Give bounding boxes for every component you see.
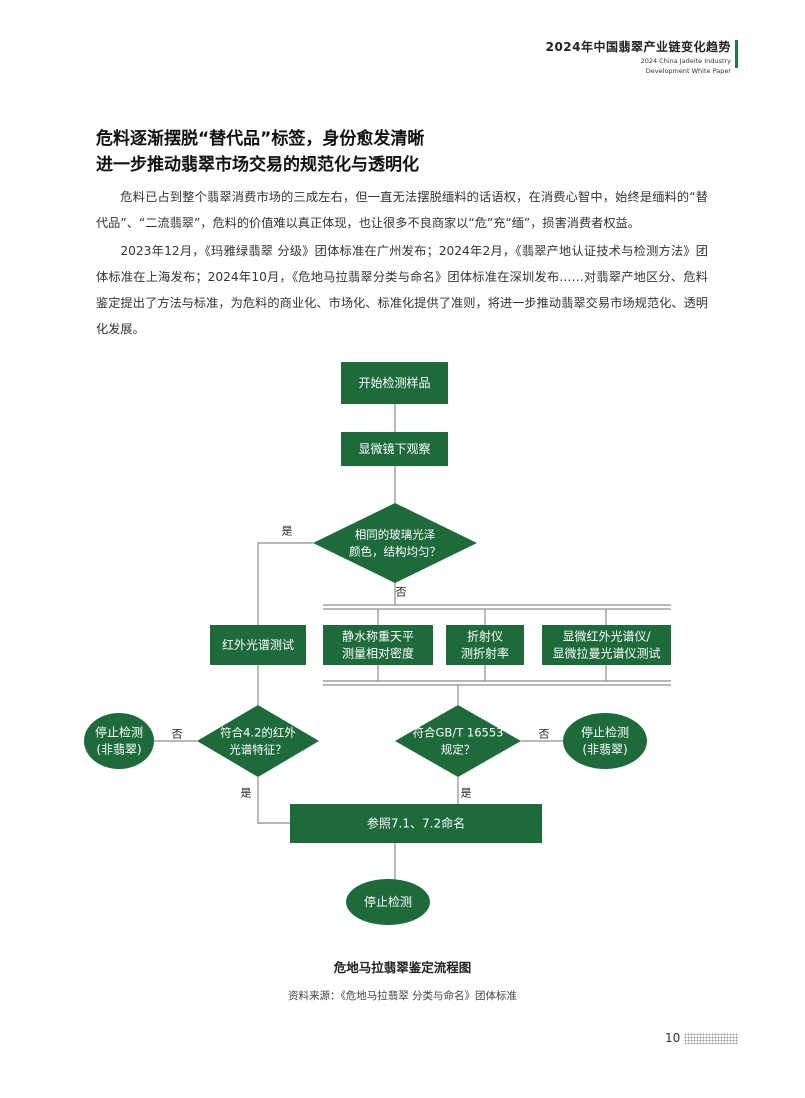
header-title-en-2: Development White Paper <box>645 67 731 75</box>
flow-gbt-decision-label: 符合GB/T 16553 <box>413 726 504 740</box>
flow-gbt-decision: 符合GB/T 16553 规定？ <box>395 705 521 777</box>
flow-stop-left-node: 停止检测 (非翡翠) <box>84 713 154 769</box>
flow-stop-right-node-label: 停止检测 <box>581 724 629 739</box>
flow-yes-label: 是 <box>282 525 293 538</box>
flow-stop-left-node-label: 停止检测 <box>95 724 143 739</box>
headline: 危料逐渐摆脱“替代品”标签，身份愈发清晰 进一步推动翡翠市场交易的规范化与透明化 <box>96 126 424 178</box>
header-title-zh: 2024年中国翡翠产业链变化趋势 <box>545 40 731 54</box>
flow-connectors <box>149 404 671 880</box>
paragraph-text: 危料已占到整个翡翠消费市场的三成左右，但一直无法摆脱缅料的话语权，在消费心智中，… <box>96 190 708 230</box>
page-number: 10 <box>665 1031 681 1045</box>
flow-microscope-node-label: 显微镜下观察 <box>358 441 430 456</box>
flow-microscope-node: 显微镜下观察 <box>341 432 448 466</box>
flow-no-label: 否 <box>396 586 407 599</box>
flow-yes-label: 是 <box>461 787 472 800</box>
header-accent-bar <box>735 40 738 68</box>
flow-naming-node-shape <box>290 804 542 843</box>
flow-microscope-node-shape <box>341 432 448 466</box>
flow-end-node-shape <box>346 879 430 925</box>
page-dots-decoration <box>684 1033 738 1044</box>
flow-spectroscopy-node-label: 显微拉曼光谱仪测试 <box>552 646 660 661</box>
flow-density-node-label: 静水称重天平 <box>342 629 414 643</box>
flow-stop-left-node-label: (非翡翠) <box>96 743 141 757</box>
flow-stop-left-node-shape <box>84 713 154 769</box>
flow-refractometer-node-label: 折射仪 <box>467 628 503 643</box>
flow-ir-decision-label: 光谱特征？ <box>229 742 287 756</box>
flow-infrared-node: 红外光谱测试 <box>210 625 306 665</box>
page-header: 2024年中国翡翠产业链变化趋势 2024 China Jadeite Indu… <box>546 38 731 75</box>
flow-infrared-node-label: 红外光谱测试 <box>222 637 294 652</box>
flow-infrared-node-shape <box>210 625 306 665</box>
flow-end-node-label: 停止检测 <box>364 894 412 909</box>
flow-luster-decision-label: 相同的玻璃光泽 <box>355 528 436 542</box>
figure-caption: 危地马拉翡翠鉴定流程图 <box>333 960 472 975</box>
flow-gbt-decision-shape <box>395 705 521 777</box>
flow-refractometer-node-shape <box>446 625 524 665</box>
flow-ir-decision-shape <box>197 705 319 777</box>
flow-stop-right-node: 停止检测 (非翡翠) <box>563 713 647 769</box>
flow-yes-label: 是 <box>241 787 252 800</box>
headline-line-1: 危料逐渐摆脱“替代品”标签，身份愈发清晰 <box>96 129 425 149</box>
flow-start-node-shape <box>341 362 448 404</box>
flow-spectroscopy-node-shape <box>542 625 671 665</box>
body-paragraph-2: 2023年12月，《玛雅绿翡翠 分级》团体标准在广州发布；2024年2月，《翡翠… <box>96 238 708 342</box>
flow-end-node: 停止检测 <box>346 879 430 925</box>
figure-source: 资料来源：《危地马拉翡翠 分类与命名》团体标准 <box>287 990 518 1002</box>
header-title-en-1: 2024 China Jadeite Industry <box>640 57 731 65</box>
flow-density-node-shape <box>323 625 433 665</box>
flow-stop-right-node-shape <box>563 713 647 769</box>
flow-spectroscopy-node-label: 显微红外光谱仪/ <box>562 628 651 643</box>
flow-spectroscopy-node: 显微红外光谱仪/显微拉曼光谱仪测试 <box>542 625 671 665</box>
flow-luster-decision-label: 颜色，结构均匀？ <box>349 544 441 558</box>
flow-start-node: 开始检测样品 <box>341 362 448 404</box>
flow-no-label: 否 <box>539 728 550 741</box>
flow-no-label: 否 <box>172 728 183 741</box>
flow-naming-node: 参照7.1、7.2命名 <box>290 804 542 843</box>
flow-ir-decision-label: 符合4.2的红外 <box>220 726 296 740</box>
flow-density-node-label: 测量相对密度 <box>342 646 414 661</box>
flow-luster-decision-shape <box>313 503 477 583</box>
paragraph-text: 2023年12月，《玛雅绿翡翠 分级》团体标准在广州发布；2024年2月，《翡翠… <box>96 244 708 336</box>
flow-start-node-label: 开始检测样品 <box>358 375 430 390</box>
headline-line-2: 进一步推动翡翠市场交易的规范化与透明化 <box>96 155 419 175</box>
flow-stop-right-node-label: (非翡翠) <box>582 743 627 757</box>
flow-refractometer-node-label: 测折射率 <box>461 646 509 661</box>
flow-naming-node-label: 参照7.1、7.2命名 <box>367 816 465 831</box>
body-paragraph-1: 危料已占到整个翡翠消费市场的三成左右，但一直无法摆脱缅料的话语权，在消费心智中，… <box>96 184 708 236</box>
flow-gbt-decision-label: 规定？ <box>441 742 476 756</box>
